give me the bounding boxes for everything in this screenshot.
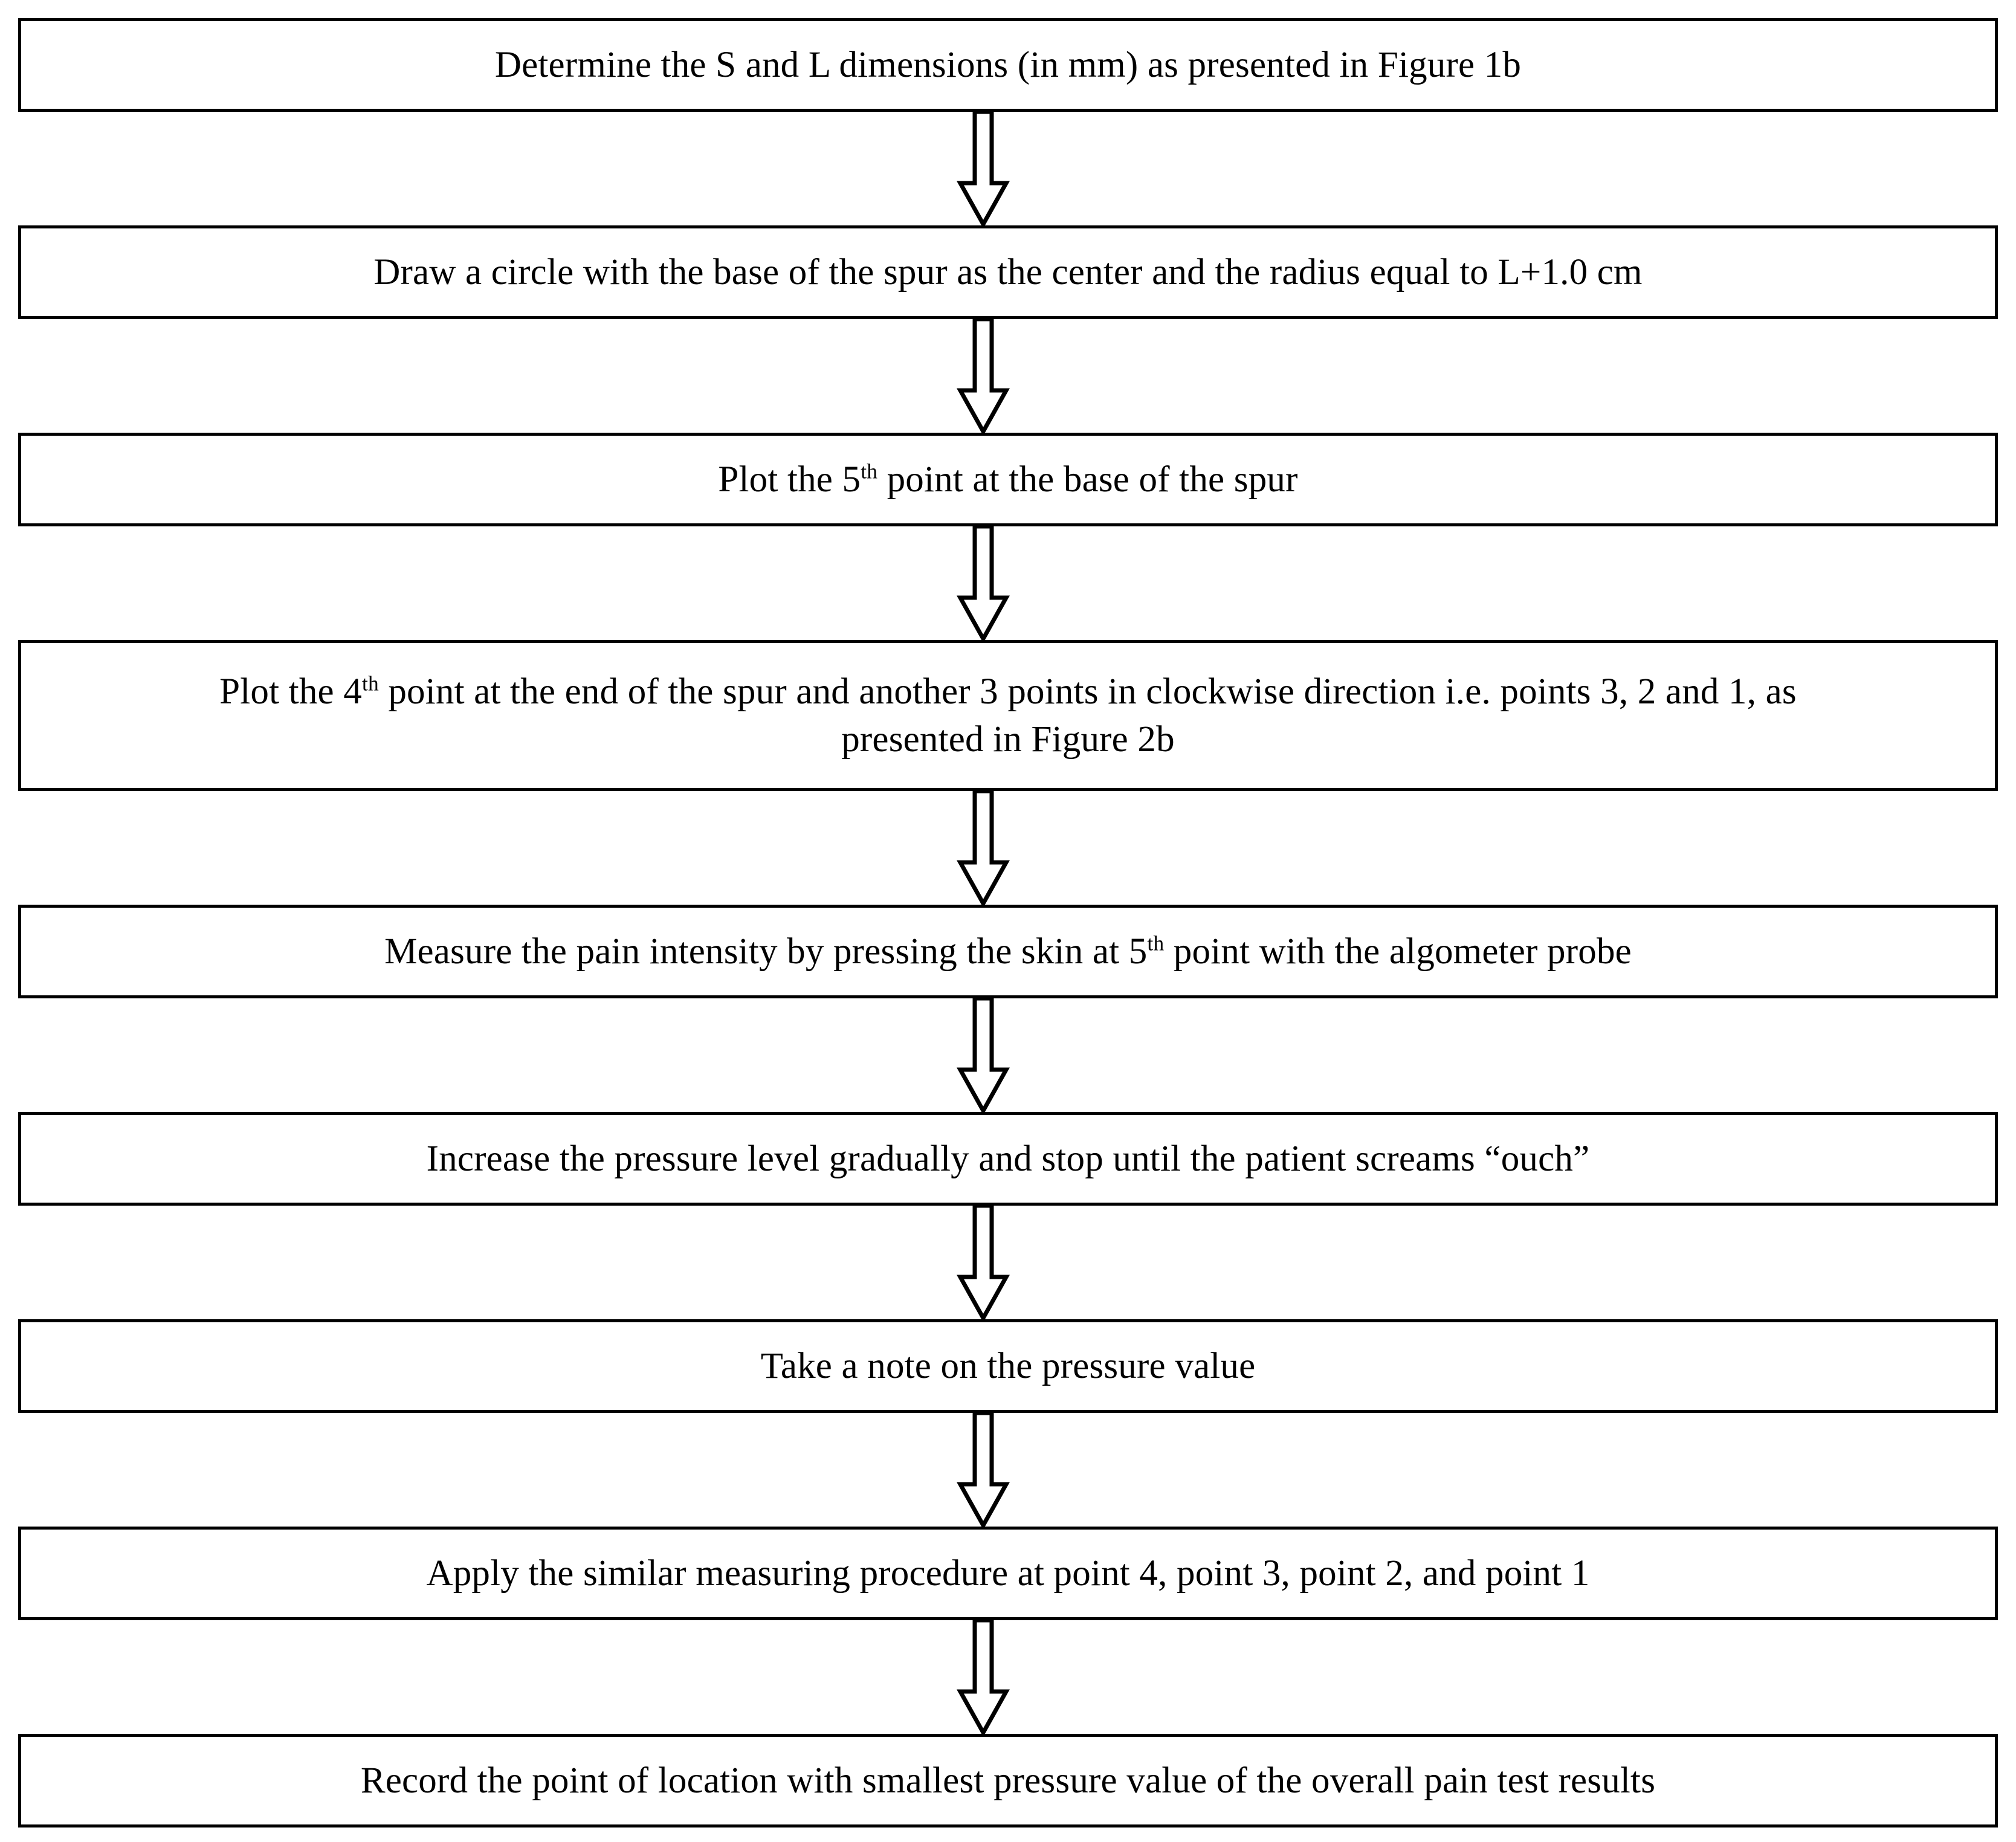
flow-step-determine-dimensions: Determine the S and L dimensions (in mm)… — [18, 18, 1998, 229]
process-box-label: Draw a circle with the base of the spur … — [373, 251, 1643, 292]
process-box-label: Plot the 4th point at the end of the spu… — [219, 671, 1797, 760]
arrow-holder — [957, 1411, 1010, 1530]
flow-step-note-pressure-value: Take a note on the pressure value — [18, 1319, 1998, 1530]
process-box-label: Measure the pain intensity by pressing t… — [384, 931, 1632, 972]
process-box-label: Increase the pressure level gradually an… — [426, 1138, 1590, 1179]
connector-4-to-5 — [18, 789, 1998, 908]
arrow-down-icon — [957, 1618, 1010, 1737]
process-box-label: Apply the similar measuring procedure at… — [426, 1553, 1590, 1594]
process-box-plot-remaining-points[interactable]: Plot the 4th point at the end of the spu… — [18, 640, 1998, 791]
connector-6-to-7 — [18, 1203, 1998, 1323]
arrow-holder — [957, 109, 1010, 229]
connector-8-to-9 — [18, 1618, 1998, 1737]
arrow-holder — [957, 1203, 1010, 1323]
process-box-label: Record the point of location with smalle… — [360, 1760, 1656, 1801]
arrow-down-icon — [957, 524, 1010, 644]
arrow-holder — [957, 1618, 1010, 1737]
flow-step-plot-fifth-point: Plot the 5th point at the base of the sp… — [18, 433, 1998, 644]
process-box-increase-pressure[interactable]: Increase the pressure level gradually an… — [18, 1112, 1998, 1206]
arrow-down-icon — [957, 789, 1010, 908]
process-box-label: Determine the S and L dimensions (in mm)… — [494, 44, 1522, 85]
arrow-holder — [957, 789, 1010, 908]
process-box-note-pressure-value[interactable]: Take a note on the pressure value — [18, 1319, 1998, 1413]
flow-step-draw-circle: Draw a circle with the base of the spur … — [18, 225, 1998, 436]
process-box-draw-circle[interactable]: Draw a circle with the base of the spur … — [18, 225, 1998, 319]
process-box-record-smallest-pressure[interactable]: Record the point of location with smalle… — [18, 1734, 1998, 1827]
arrow-down-icon — [957, 1411, 1010, 1530]
arrow-down-icon — [957, 109, 1010, 229]
connector-1-to-2 — [18, 109, 1998, 229]
flow-step-measure-pain-intensity: Measure the pain intensity by pressing t… — [18, 905, 1998, 1116]
process-box-label: Take a note on the pressure value — [760, 1345, 1256, 1386]
arrow-holder — [957, 317, 1010, 436]
ordinal-suffix: th — [361, 671, 379, 696]
arrow-holder — [957, 524, 1010, 644]
arrow-down-icon — [957, 1203, 1010, 1323]
arrow-holder — [957, 996, 1010, 1116]
connector-3-to-4 — [18, 524, 1998, 644]
connector-7-to-8 — [18, 1411, 1998, 1530]
ordinal-suffix: th — [861, 459, 878, 483]
process-box-plot-fifth-point[interactable]: Plot the 5th point at the base of the sp… — [18, 433, 1998, 526]
flow-step-increase-pressure: Increase the pressure level gradually an… — [18, 1112, 1998, 1323]
process-box-label: Plot the 5th point at the base of the sp… — [718, 459, 1298, 500]
process-box-measure-pain-intensity[interactable]: Measure the pain intensity by pressing t… — [18, 905, 1998, 998]
connector-5-to-6 — [18, 996, 1998, 1116]
arrow-down-icon — [957, 317, 1010, 436]
connector-2-to-3 — [18, 317, 1998, 436]
flow-step-record-smallest-pressure: Record the point of location with smalle… — [18, 1734, 1998, 1827]
arrow-down-icon — [957, 996, 1010, 1116]
process-box-determine-dimensions[interactable]: Determine the S and L dimensions (in mm)… — [18, 18, 1998, 112]
flow-step-repeat-for-other-points: Apply the similar measuring procedure at… — [18, 1527, 1998, 1737]
flow-step-plot-remaining-points: Plot the 4th point at the end of the spu… — [18, 640, 1998, 908]
process-box-repeat-for-other-points[interactable]: Apply the similar measuring procedure at… — [18, 1527, 1998, 1620]
ordinal-suffix: th — [1147, 931, 1165, 955]
